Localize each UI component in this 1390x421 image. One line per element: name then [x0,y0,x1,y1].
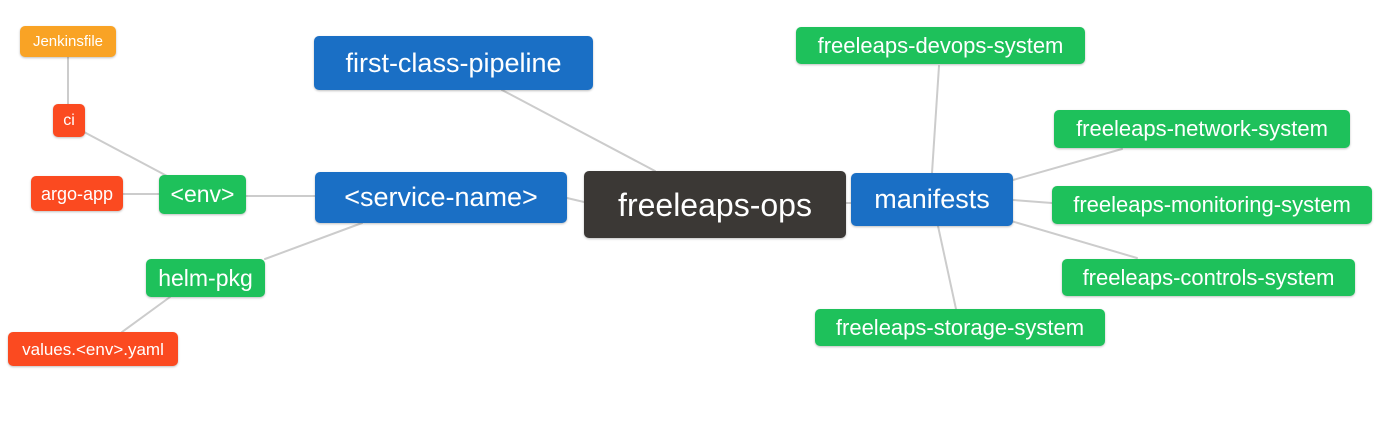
node-freeleaps-network-system[interactable]: freeleaps-network-system [1054,110,1350,148]
edge-manifests-to-freeleaps-controls-system [1010,220,1138,259]
node-freeleaps-storage-system[interactable]: freeleaps-storage-system [815,309,1105,346]
node-freeleaps-controls-system[interactable]: freeleaps-controls-system [1062,259,1355,296]
node-freeleaps-monitoring-system[interactable]: freeleaps-monitoring-system [1052,186,1372,224]
edge-manifests-to-freeleaps-storage-system [937,225,957,310]
edge-service-name-to-freeleaps-ops [566,197,585,203]
node-helm-pkg[interactable]: helm-pkg [146,259,265,297]
node-argo-app[interactable]: argo-app [31,176,123,211]
node-first-class-pipeline[interactable]: first-class-pipeline [314,36,593,90]
edge-service-name-to-helm-pkg [264,222,363,260]
node-env[interactable]: <env> [159,175,246,214]
node-values-env-yaml[interactable]: values.<env>.yaml [8,332,178,366]
edge-manifests-to-freeleaps-network-system [1012,148,1123,181]
edge-ci-to-env [83,131,168,177]
edge-helm-pkg-to-values-env-yaml [121,296,171,333]
node-freeleaps-devops-system[interactable]: freeleaps-devops-system [796,27,1085,64]
edge-manifests-to-freeleaps-monitoring-system [1012,199,1053,204]
edge-manifests-to-freeleaps-devops-system [931,65,940,174]
edge-first-class-pipeline-to-freeleaps-ops [501,89,656,172]
node-service-name[interactable]: <service-name> [315,172,567,223]
node-freeleaps-ops[interactable]: freeleaps-ops [584,171,846,238]
node-manifests[interactable]: manifests [851,173,1013,226]
node-jenkinsfile[interactable]: Jenkinsfile [20,26,116,57]
node-ci[interactable]: ci [53,104,85,137]
